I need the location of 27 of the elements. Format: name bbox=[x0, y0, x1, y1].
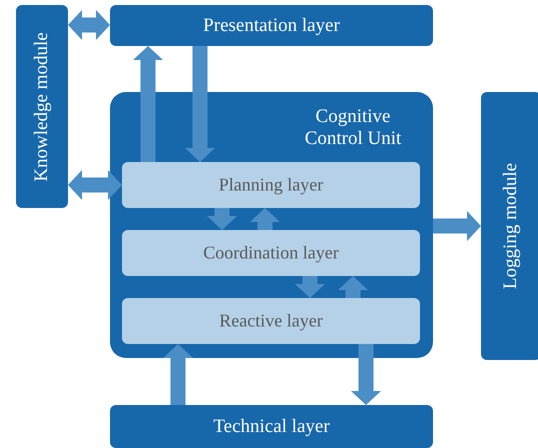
block-arrow bbox=[185, 46, 215, 162]
module-label: Logging module bbox=[500, 162, 522, 290]
block-arrow bbox=[250, 208, 280, 230]
block-arrow bbox=[295, 276, 325, 298]
block-arrow bbox=[133, 46, 163, 162]
module-label: Coordination layer bbox=[203, 242, 339, 264]
block-arrow bbox=[433, 211, 481, 241]
unit-panel bbox=[110, 92, 433, 358]
block-arrow bbox=[68, 170, 122, 200]
module-box bbox=[16, 5, 68, 208]
module-label: Technical layer bbox=[213, 416, 330, 438]
module-box bbox=[122, 162, 420, 208]
module-label: Reactive layer bbox=[219, 310, 323, 332]
module-label: Presentation layer bbox=[203, 14, 340, 36]
block-arrow bbox=[351, 344, 381, 405]
block-arrow bbox=[207, 208, 237, 230]
block-arrow bbox=[163, 344, 193, 405]
module-box bbox=[110, 405, 433, 448]
module-label: Planning layer bbox=[218, 174, 324, 196]
block-arrow bbox=[68, 10, 110, 40]
module-label: Knowledge module bbox=[31, 32, 53, 182]
module-box bbox=[122, 230, 420, 276]
module-box bbox=[122, 298, 420, 344]
block-arrow bbox=[338, 276, 368, 298]
module-box bbox=[481, 92, 538, 360]
unit-title: Cognitive Control Unit bbox=[304, 106, 402, 150]
module-box bbox=[110, 5, 433, 46]
